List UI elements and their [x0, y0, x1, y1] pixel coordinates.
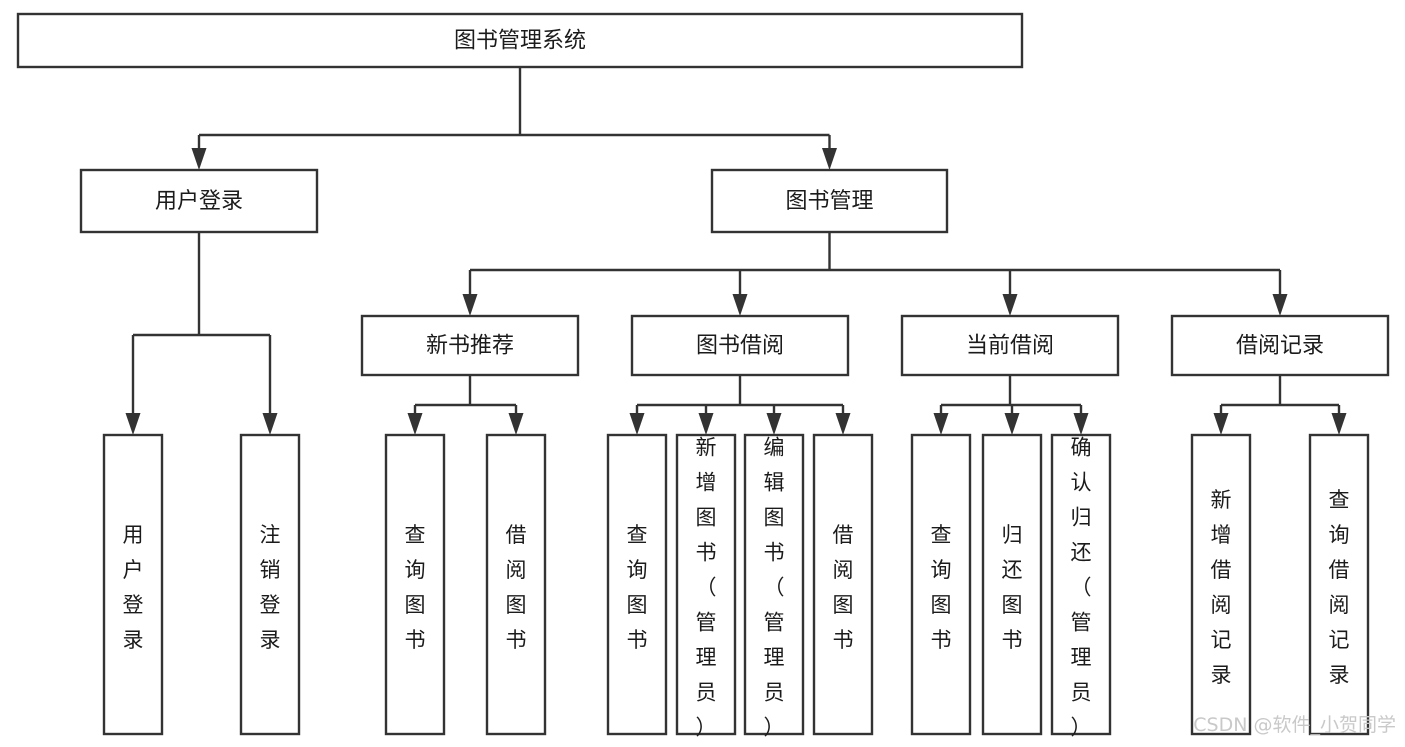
node-box[interactable] [239, 433, 301, 736]
node-leaf-user-login[interactable]: 用户登录 [102, 433, 164, 736]
node-label: 当前借阅 [966, 334, 1054, 359]
node-book-manage[interactable]: 图书管理 [710, 168, 949, 234]
node-label: 注销登录 [260, 523, 281, 652]
node-box[interactable] [606, 433, 668, 736]
connector-group [462, 232, 1288, 316]
node-label: 新书推荐 [426, 334, 514, 359]
node-box[interactable] [16, 12, 1024, 69]
node-box[interactable] [384, 433, 446, 736]
connector-group [1213, 375, 1347, 435]
arrow-head-icon [1213, 413, 1229, 435]
node-leaf-query-borrow-record[interactable]: 查询借阅记录 [1308, 433, 1370, 736]
node-label: 用户登录 [155, 189, 243, 214]
arrow-head-icon [262, 413, 278, 435]
arrow-head-icon [1073, 413, 1089, 435]
arrow-head-icon [629, 413, 645, 435]
node-book-borrow[interactable]: 图书借阅 [630, 314, 850, 377]
node-leaf-borrow-book-2[interactable]: 借阅图书 [812, 433, 874, 736]
node-box[interactable] [1170, 314, 1390, 377]
arrow-head-icon [822, 148, 837, 170]
arrow-head-icon [191, 148, 207, 170]
arrow-head-icon [462, 294, 478, 316]
node-label: 确认归还（管理员） [1071, 435, 1092, 739]
node-label: 新增图书（管理员） [696, 435, 717, 739]
node-label: 用户登录 [123, 523, 144, 652]
connector-group [407, 375, 524, 435]
node-box[interactable] [981, 433, 1043, 736]
arrow-head-icon [125, 413, 141, 435]
arrow-head-icon [835, 413, 851, 435]
node-borrow-record[interactable]: 借阅记录 [1170, 314, 1390, 377]
arrow-head-icon [766, 413, 782, 435]
node-box[interactable] [79, 168, 319, 234]
node-box[interactable] [900, 314, 1120, 377]
node-label: 借阅图书 [833, 523, 854, 652]
node-box[interactable] [485, 433, 547, 736]
node-leaf-add-book-admin[interactable]: 新增图书（管理员） [675, 433, 737, 739]
connector-group [629, 375, 851, 435]
node-leaf-return-book[interactable]: 归还图书 [981, 433, 1043, 736]
node-label: 新增借阅记录 [1211, 488, 1232, 687]
node-label: 借阅图书 [506, 523, 527, 652]
connector-layer [125, 67, 1347, 435]
node-user-login[interactable]: 用户登录 [79, 168, 319, 234]
node-label: 图书借阅 [696, 334, 784, 359]
node-leaf-query-book-2[interactable]: 查询图书 [606, 433, 668, 736]
node-label: 借阅记录 [1236, 334, 1324, 359]
node-box[interactable] [675, 433, 737, 736]
node-box[interactable] [360, 314, 580, 377]
node-box[interactable] [1050, 433, 1112, 736]
arrow-head-icon [933, 413, 949, 435]
node-leaf-add-borrow-record[interactable]: 新增借阅记录 [1190, 433, 1252, 736]
csdn-watermark: CSDN @软件_小贺同学 [1193, 714, 1396, 736]
node-label: 编辑图书（管理员） [764, 435, 785, 739]
node-label: 查询图书 [405, 523, 426, 652]
node-box[interactable] [1190, 433, 1252, 736]
node-leaf-borrow-book-1[interactable]: 借阅图书 [485, 433, 547, 736]
arrow-head-icon [698, 413, 714, 435]
node-box[interactable] [710, 168, 949, 234]
node-box[interactable] [1308, 433, 1370, 736]
node-box[interactable] [812, 433, 874, 736]
node-box[interactable] [910, 433, 972, 736]
node-label: 图书管理系统 [454, 29, 586, 54]
arrow-head-icon [1331, 413, 1347, 435]
node-leaf-edit-book-admin[interactable]: 编辑图书（管理员） [743, 433, 805, 739]
connector-group [191, 67, 837, 170]
node-label: 图书管理 [785, 189, 873, 214]
arrow-head-icon [407, 413, 423, 435]
arrow-head-icon [1002, 294, 1018, 316]
connector-group [125, 232, 278, 435]
node-leaf-query-book-3[interactable]: 查询图书 [910, 433, 972, 736]
arrow-head-icon [732, 294, 748, 316]
arrow-head-icon [508, 413, 524, 435]
node-leaf-confirm-return-admin[interactable]: 确认归还（管理员） [1050, 433, 1112, 739]
node-new-book-rec[interactable]: 新书推荐 [360, 314, 580, 377]
node-label: 查询借阅记录 [1329, 488, 1350, 687]
arrow-head-icon [1004, 413, 1020, 435]
node-label: 查询图书 [931, 523, 952, 652]
node-box[interactable] [630, 314, 850, 377]
node-box[interactable] [743, 433, 805, 736]
node-label: 归还图书 [1002, 523, 1023, 652]
arrow-head-icon [1272, 294, 1288, 316]
node-box[interactable] [102, 433, 164, 736]
node-root[interactable]: 图书管理系统 [16, 12, 1024, 69]
node-layer: 图书管理系统用户登录图书管理新书推荐图书借阅当前借阅借阅记录用户登录注销登录查询… [16, 12, 1390, 739]
node-leaf-logout-login[interactable]: 注销登录 [239, 433, 301, 736]
node-current-borrow[interactable]: 当前借阅 [900, 314, 1120, 377]
connector-group [933, 375, 1089, 435]
node-label: 查询图书 [627, 523, 648, 652]
node-leaf-query-book-1[interactable]: 查询图书 [384, 433, 446, 736]
